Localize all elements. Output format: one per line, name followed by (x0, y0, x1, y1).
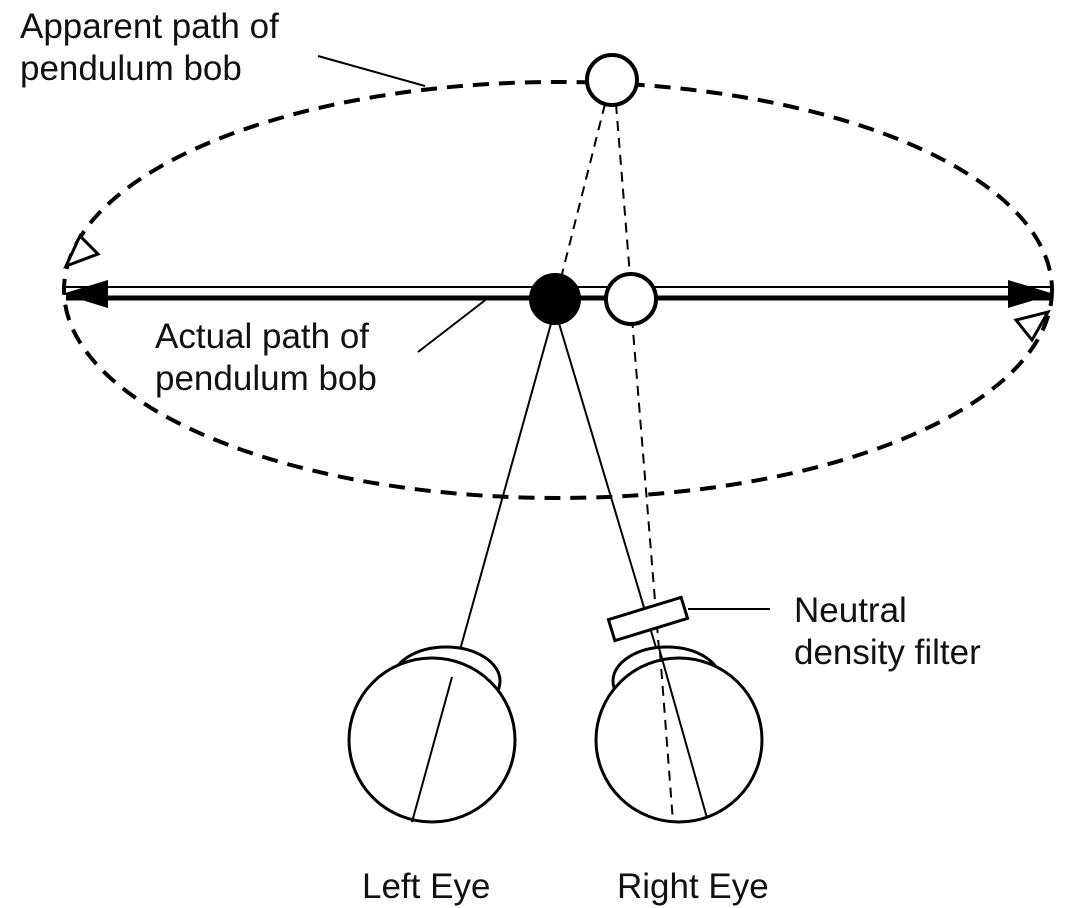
filter-label-line2: density filter (794, 633, 981, 672)
left-direction-arrowhead (63, 233, 101, 269)
apparent-path-label: Apparent path of pendulum bob (20, 6, 279, 90)
left-eye-sightline-inner (411, 676, 453, 823)
right-end-arrowhead (1008, 280, 1054, 308)
right-eye-label: Right Eye (617, 867, 769, 906)
actual-bob (529, 273, 581, 325)
filter-label-line1: Neutral (794, 591, 907, 630)
actual-path-label: Actual path of pendulum bob (155, 316, 377, 400)
apparent-path-label-line1: Apparent path of (20, 7, 279, 46)
actual-label-leader (417, 297, 489, 353)
actual-path-label-line2: pendulum bob (155, 359, 377, 398)
dashed-sightline-inner (659, 651, 674, 823)
apparent-label-leader (317, 55, 426, 87)
actual-path-label-line1: Actual path of (155, 317, 370, 356)
right-eye-ball (594, 656, 764, 824)
right-direction-arrowhead (1013, 309, 1052, 343)
dashed-sightline-left (560, 103, 606, 279)
delayed-bob-image (604, 272, 658, 326)
left-end-arrowhead (62, 280, 108, 308)
dashed-sightline-right (615, 103, 631, 277)
left-eye-label: Left Eye (362, 867, 491, 906)
apparent-bob-top (585, 53, 639, 107)
apparent-path-label-line2: pendulum bob (20, 49, 242, 88)
left-eye-ball (347, 656, 517, 824)
filter-label: Neutral density filter (794, 590, 981, 674)
neutral-density-filter (606, 595, 690, 643)
right-eye-sightline-inner (658, 647, 708, 819)
apparent-path-ellipse (62, 80, 1054, 500)
